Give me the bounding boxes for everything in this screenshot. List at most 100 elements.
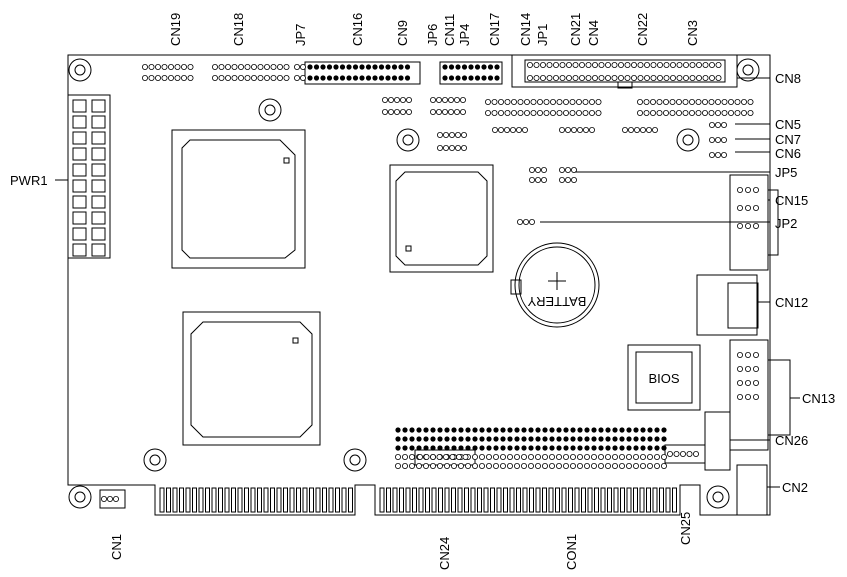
header-pin bbox=[507, 445, 513, 451]
header-pin bbox=[577, 436, 583, 442]
label-cn15: CN15 bbox=[775, 193, 808, 208]
header-pin bbox=[385, 64, 391, 70]
header-pin bbox=[745, 351, 752, 358]
header-pin bbox=[680, 450, 687, 457]
header-pin bbox=[669, 99, 676, 106]
cn1-connector bbox=[99, 489, 126, 509]
header-pin bbox=[455, 75, 461, 81]
header-pin bbox=[442, 64, 448, 70]
header-pin bbox=[535, 427, 541, 433]
header-pin bbox=[633, 453, 640, 460]
header-pin bbox=[494, 75, 500, 81]
header-pin bbox=[709, 122, 716, 129]
header-pin bbox=[654, 445, 660, 451]
header-pin bbox=[663, 75, 670, 82]
header-pin bbox=[487, 64, 494, 70]
mounting-hole-inner bbox=[149, 454, 161, 466]
header-pin bbox=[559, 166, 566, 173]
header-pin bbox=[676, 62, 683, 69]
gold-finger bbox=[451, 487, 456, 513]
header-pin bbox=[577, 445, 583, 451]
pwr1-pin bbox=[91, 99, 106, 113]
header-pin bbox=[472, 436, 478, 442]
header-pin bbox=[753, 204, 760, 211]
header-pin bbox=[745, 379, 752, 386]
header-pin bbox=[453, 109, 460, 116]
label-jp2: JP2 bbox=[775, 216, 797, 231]
pwr1-pin bbox=[72, 227, 87, 241]
header-pin bbox=[441, 97, 448, 104]
header-pin bbox=[657, 75, 664, 82]
header-pin bbox=[437, 436, 443, 442]
header-pin bbox=[745, 393, 752, 400]
header-pin bbox=[326, 64, 333, 70]
header-pin bbox=[656, 99, 663, 106]
header-pin bbox=[715, 110, 722, 117]
header-pin bbox=[598, 75, 605, 82]
cn25-connector bbox=[664, 444, 706, 464]
header-pin bbox=[437, 427, 443, 433]
header-pin bbox=[709, 75, 716, 82]
label-cn16: CN16 bbox=[350, 13, 365, 46]
header-pin bbox=[745, 222, 752, 229]
gold-finger bbox=[283, 487, 288, 513]
header-pin bbox=[592, 75, 599, 82]
header-pin bbox=[521, 453, 528, 460]
gold-finger bbox=[257, 487, 262, 513]
header-pin bbox=[430, 427, 436, 433]
gold-finger bbox=[496, 487, 502, 513]
header-pin bbox=[468, 75, 474, 81]
header-pin bbox=[654, 462, 661, 469]
header-pin bbox=[270, 64, 277, 71]
gold-finger bbox=[542, 487, 547, 513]
header-pin bbox=[491, 127, 498, 134]
header-pin bbox=[514, 427, 520, 433]
header-pin bbox=[458, 436, 464, 442]
header-pin bbox=[437, 445, 443, 451]
header-pin bbox=[553, 62, 560, 69]
header-pin bbox=[263, 64, 270, 71]
header-pin bbox=[313, 75, 320, 81]
header-pin bbox=[481, 75, 487, 81]
gold-finger bbox=[418, 487, 424, 513]
header-pin bbox=[167, 64, 174, 71]
label-cn8: CN8 bbox=[775, 71, 801, 86]
header-pin bbox=[559, 176, 566, 183]
gold-finger bbox=[399, 487, 404, 513]
header-pin bbox=[528, 436, 534, 442]
gold-finger bbox=[270, 487, 275, 513]
header-pin bbox=[387, 97, 394, 104]
header-pin bbox=[605, 453, 612, 460]
gold-finger bbox=[457, 487, 463, 513]
header-pin bbox=[598, 436, 604, 442]
header-pin bbox=[523, 218, 530, 225]
header-pin bbox=[451, 436, 457, 442]
header-pin bbox=[626, 436, 632, 442]
header-pin bbox=[448, 64, 455, 70]
header-pin bbox=[352, 64, 359, 70]
header-pin bbox=[633, 427, 639, 433]
header-pin bbox=[435, 109, 442, 116]
gold-finger bbox=[561, 487, 567, 513]
battery-label: BATTERY bbox=[527, 294, 586, 309]
header-pin bbox=[556, 110, 563, 117]
gold-finger bbox=[192, 487, 197, 513]
pwr1-pin bbox=[91, 211, 106, 225]
header-pin bbox=[481, 64, 487, 70]
header-pin bbox=[211, 64, 218, 71]
gold-finger bbox=[322, 487, 327, 513]
header-pin bbox=[402, 445, 408, 451]
header-pin bbox=[402, 436, 408, 442]
header-pin bbox=[320, 64, 326, 70]
header-pin bbox=[381, 109, 388, 116]
header-pin bbox=[624, 75, 631, 82]
header-pin bbox=[461, 64, 468, 70]
pwr1-pin bbox=[72, 147, 87, 161]
header-pin bbox=[584, 453, 591, 460]
gold-finger bbox=[535, 487, 541, 513]
gold-finger bbox=[646, 487, 651, 513]
header-pin bbox=[471, 462, 478, 469]
header-pin bbox=[535, 445, 541, 451]
header-pin bbox=[423, 445, 429, 451]
